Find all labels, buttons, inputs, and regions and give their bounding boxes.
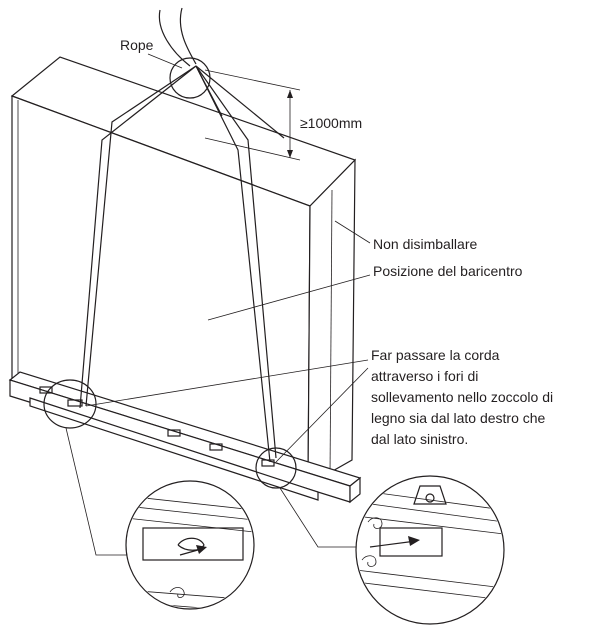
detail-marker-left: [43, 379, 97, 429]
clearance-dimension: [204, 69, 301, 161]
instruction-leader-right: [275, 367, 369, 463]
rope-instruction-line-5: dal lato sinistro.: [371, 431, 468, 447]
unpack-leader: [334, 220, 371, 244]
hoist-ropes: [158, 7, 197, 67]
rope-instruction-line-1: Far passare la corda: [371, 347, 500, 363]
gravity-leader: [207, 274, 371, 321]
do-not-unpack-label: Non disimballare: [373, 236, 477, 252]
detail-view-right: [355, 475, 505, 625]
rope-label: Rope: [120, 37, 154, 53]
lifting-hole: [261, 459, 275, 467]
lifting-hole: [39, 386, 53, 394]
lifting-hole: [209, 443, 223, 451]
detail-connector-right: [279, 487, 370, 548]
rope-instruction-line-3: sollevamento nello zoccolo di: [371, 389, 553, 405]
center-of-gravity-label: Posizione del baricentro: [373, 263, 523, 279]
cabinet-unit: [10, 56, 357, 487]
lifting-hole: [167, 429, 181, 437]
lifting-hole: [67, 399, 83, 407]
detail-view-left: [125, 480, 255, 610]
lifting-straps: [79, 65, 285, 463]
cabinet-side-face: [307, 158, 356, 487]
instruction-leader-left: [85, 359, 369, 407]
rope-instruction-line-4: legno sia dal lato destro che: [371, 410, 546, 426]
detail-marker-right: [255, 447, 297, 489]
clearance-label: ≥1000mm: [300, 115, 362, 131]
rope-instruction-line-2: attraverso i fori di: [371, 368, 478, 384]
rope-leader: [147, 53, 183, 69]
rope-hook-circle: [169, 57, 211, 99]
